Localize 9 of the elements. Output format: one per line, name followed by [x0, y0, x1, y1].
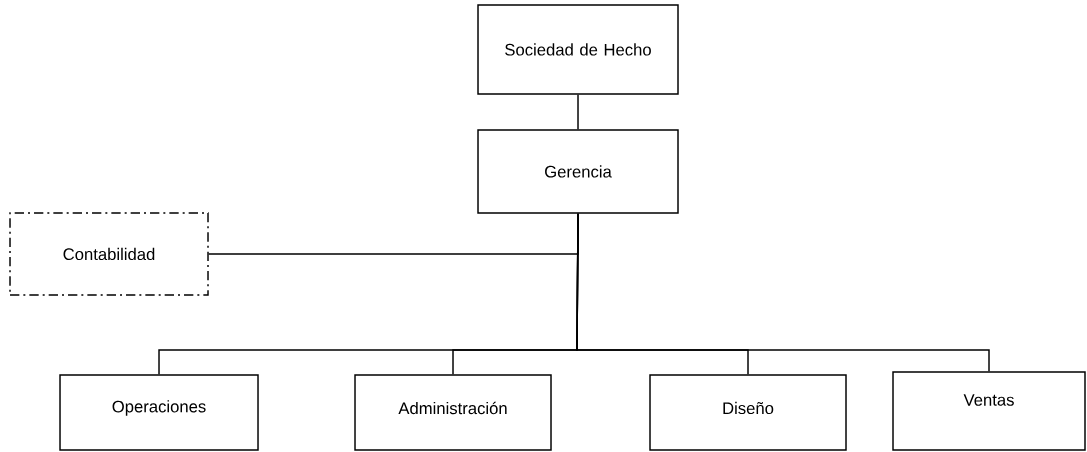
- org-box: Operaciones: [59, 374, 259, 451]
- org-box: Diseño: [649, 374, 847, 451]
- org-box: Gerencia: [477, 129, 679, 214]
- connector-line: [577, 94, 579, 130]
- connector-line: [576, 213, 990, 372]
- org-box: Sociedad de Hecho: [477, 4, 679, 95]
- org-box: Contabilidad: [9, 212, 209, 296]
- org-box: Ventas: [892, 371, 1086, 451]
- org-box: Administración: [354, 374, 552, 451]
